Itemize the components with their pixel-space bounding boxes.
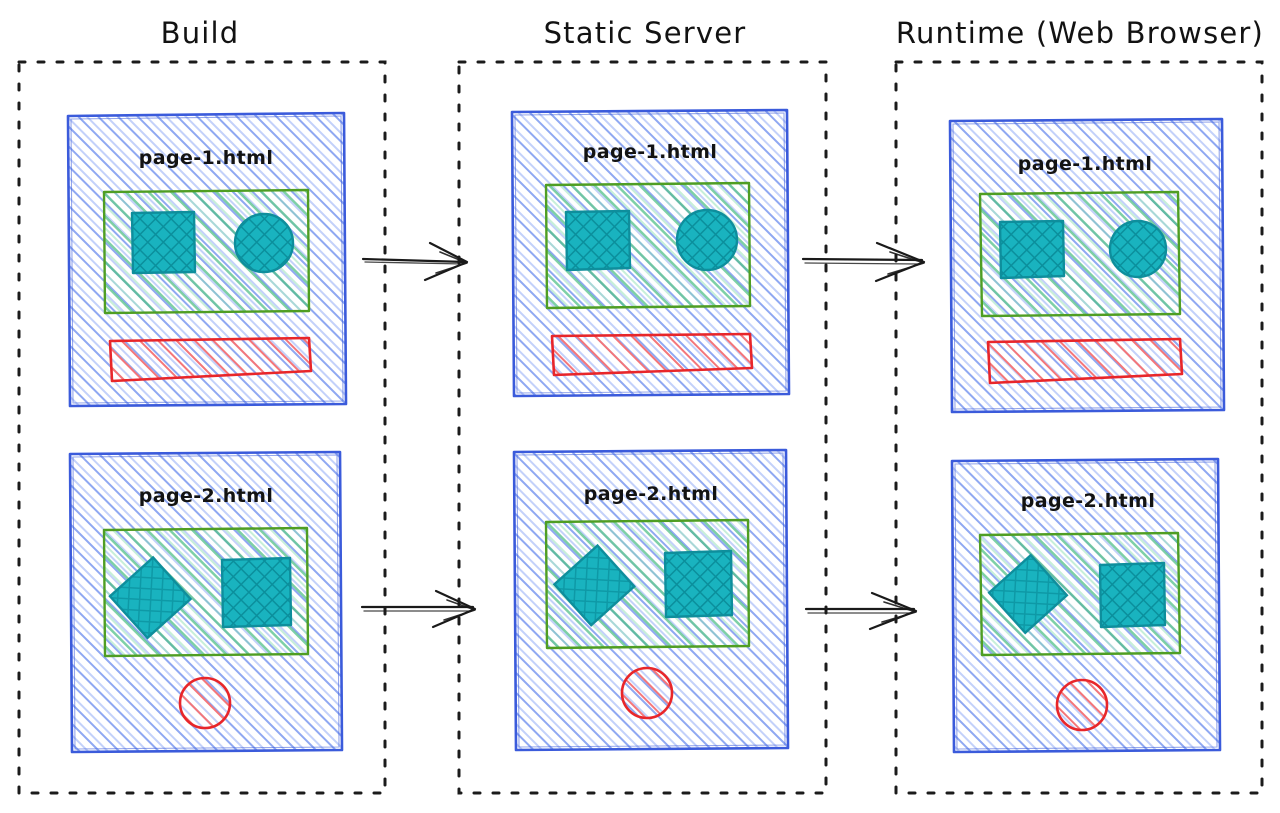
square-shape-fill — [1000, 221, 1064, 278]
content-box-outline — [978, 531, 1182, 657]
content-box-outline — [102, 526, 310, 658]
accent-circle-outline — [1055, 678, 1109, 732]
arrow-shaft-sketch — [804, 262, 921, 265]
page-box-outline — [512, 448, 790, 752]
arrow-server-to-runtime-row2 — [804, 591, 918, 631]
square-shape-outline — [564, 209, 632, 272]
square-shape-outline — [998, 219, 1066, 280]
square-shape-outline — [1098, 561, 1167, 629]
page-card-build-page-1[interactable]: page-1.html — [66, 111, 348, 408]
content-box-outline — [544, 181, 752, 310]
column-title-build: Build — [161, 16, 240, 50]
page-box-sketch-stroke — [514, 112, 787, 394]
accent-bar-outline — [986, 337, 1184, 385]
square-shape-fill — [566, 211, 630, 270]
square-shape-outline — [220, 556, 293, 629]
page-box-sketch-stroke — [954, 461, 1218, 750]
arrow-head-inner — [881, 601, 917, 623]
arrow-head-inner — [443, 599, 476, 621]
arrow-head — [868, 591, 918, 631]
circle-shape-outline — [675, 208, 739, 272]
arrow-shaft-sketch — [364, 261, 465, 265]
column-title-static-server: Static Server — [544, 16, 747, 50]
accent-bar-outline — [108, 336, 313, 383]
diamond-shape — [108, 555, 193, 640]
flow-arrows — [360, 241, 926, 631]
arrow-head-inner — [887, 251, 925, 275]
accent-bar-outline — [550, 332, 754, 377]
accent-bar-fill — [988, 339, 1182, 383]
diamond-shape — [552, 543, 636, 627]
arrow-build-to-server-row1 — [361, 241, 469, 282]
container-static-server — [457, 60, 828, 795]
page-box-sketch-stroke — [516, 452, 786, 748]
page-label: page-1.html — [139, 147, 274, 169]
circle-shape-fill — [235, 214, 293, 272]
accent-circle-fill — [180, 678, 230, 728]
accent-circle-outline — [178, 676, 232, 730]
arrow-head — [874, 241, 926, 283]
content-box-outline — [544, 518, 751, 650]
column-containers — [17, 60, 1264, 795]
page-label: page-1.html — [1018, 153, 1153, 175]
circle-shape-outline — [233, 212, 295, 274]
page-label: page-2.html — [1021, 490, 1156, 512]
page-card-server-page-2[interactable]: page-2.html — [512, 448, 790, 752]
square-shape-fill — [222, 558, 291, 627]
page-box-sketch-stroke — [70, 115, 344, 404]
column-titles: Build Static Server Runtime (Web Browser… — [161, 16, 1264, 50]
square-shape-outline — [663, 549, 734, 619]
arrow-head-inner — [435, 251, 468, 274]
square-shape-fill — [665, 551, 732, 617]
content-box-outline — [978, 190, 1182, 318]
page-label: page-2.html — [584, 483, 719, 505]
diamond-shape-outline — [552, 543, 636, 627]
diamond-shape — [987, 553, 1069, 635]
square-shape-fill — [132, 212, 195, 273]
circle-shape-fill — [677, 210, 737, 270]
arrow-shaft — [361, 257, 468, 264]
page-label: page-2.html — [139, 485, 274, 507]
page-box-outline — [66, 111, 348, 408]
page-card-runtime-page-1[interactable]: page-1.html — [948, 117, 1226, 414]
square-shape-outline — [130, 210, 197, 275]
container-build — [17, 60, 387, 795]
page-box-outline — [950, 457, 1222, 754]
page-box-sketch-stroke — [952, 121, 1222, 410]
arrow-build-to-server-row2 — [360, 589, 477, 629]
arrow-head — [431, 589, 477, 629]
page-box-outline — [510, 108, 791, 398]
arrow-head — [423, 241, 469, 282]
accent-circle-outline — [620, 666, 674, 720]
page-box-outline — [68, 450, 344, 754]
accent-bar-fill — [110, 338, 311, 381]
page-card-build-page-2[interactable]: page-2.html — [68, 450, 344, 754]
column-title-runtime: Runtime (Web Browser) — [896, 16, 1264, 50]
diamond-shape-outline — [108, 555, 193, 640]
container-runtime — [894, 60, 1264, 795]
circle-shape-fill — [1110, 221, 1166, 277]
page-label: page-1.html — [583, 141, 718, 163]
accent-circle-fill — [1057, 680, 1107, 730]
page-card-server-page-1[interactable]: page-1.html — [510, 108, 791, 398]
arrow-shaft — [801, 257, 924, 262]
diamond-shape-outline — [987, 553, 1069, 635]
content-box-outline — [102, 188, 311, 315]
arrow-server-to-runtime-row1 — [801, 241, 926, 283]
page-card-runtime-page-2[interactable]: page-2.html — [950, 457, 1222, 754]
accent-circle-fill — [622, 668, 672, 718]
circle-shape-outline — [1108, 219, 1168, 279]
accent-bar-fill — [552, 334, 752, 375]
page-box-outline — [948, 117, 1226, 414]
square-shape-fill — [1100, 563, 1165, 627]
page-box-sketch-stroke — [72, 454, 340, 750]
